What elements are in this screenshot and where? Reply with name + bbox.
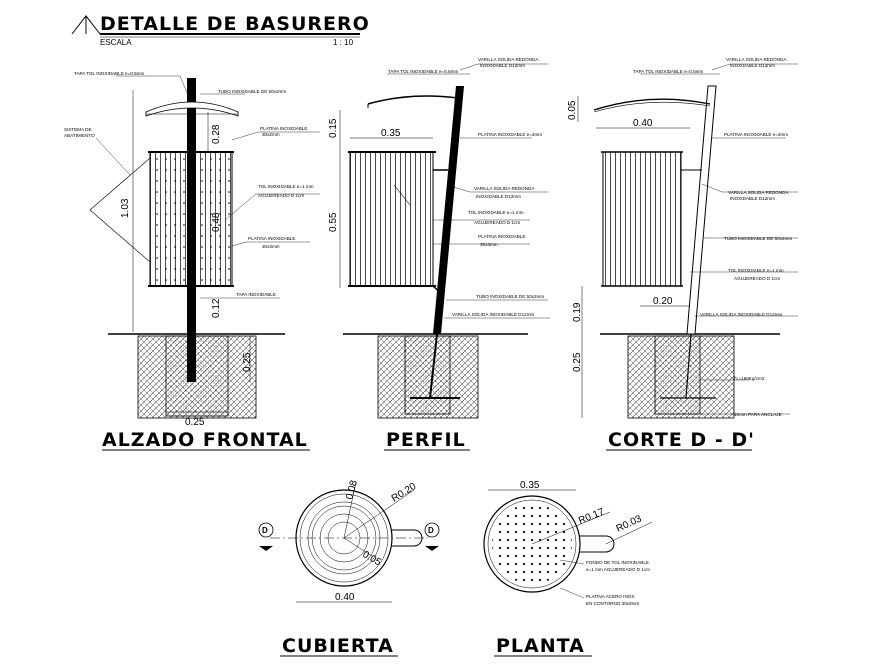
dim-r2-cubierta: R0.20 [390, 481, 419, 505]
dim-width-cubierta: 0.40 [335, 592, 355, 603]
dim-lid: 0.28 [211, 124, 222, 144]
dim-w2-corte: 0.20 [653, 296, 673, 307]
bin-body-perfil [349, 151, 434, 287]
note-tol-corte-b: AGUJEREADO D 1cm [734, 276, 780, 281]
section-mark-right: D [428, 526, 434, 535]
dim-r1-planta: R0.17 [577, 506, 606, 526]
scale-value: 1 : 10 [333, 38, 354, 47]
view-corte: 0.40 0.05 0.20 0.19 0.25 TAPA TOL INOXID… [567, 57, 798, 451]
view-title-cubierta: CUBIERTA [282, 635, 394, 657]
note-sistema-1: SISTEMA DE [64, 127, 92, 132]
note-tol-perfil-b: AGUJEREADO D 1cm [474, 220, 520, 225]
dim-body: 0.48 [211, 212, 222, 232]
plan-outer-circle [483, 495, 581, 593]
note-tubo-corte: TUBO INOXIDABLE DE 50x2mm [724, 236, 792, 241]
note-tol-perfil-a: TOL INOXIDABLE e=1 mm [468, 210, 524, 215]
note-varilla-perfil-a: VARILLA SOLIDA REDONDA [478, 57, 539, 62]
dim-r2-planta: R0.03 [615, 513, 644, 534]
note-platina-1b: 30x2mm [262, 132, 280, 137]
note-varilla2-corte-b: INOXIDABLE D12mm [730, 196, 775, 201]
note-tapa-inox: TAPA INOXIDABLE [236, 292, 276, 297]
slanted-post-corte [686, 85, 717, 335]
note-tol-corte-a: TOL INOXIDABLE e=1 mm [728, 268, 784, 273]
scale-label: ESCALA [100, 38, 132, 47]
note-platina-perfil: PLATINA INOXIDABLE e=3mm [478, 132, 542, 137]
view-title-corte: CORTE D - D' [608, 429, 755, 451]
note-platina-planta-b: EN CONTORNO 30x3mm [586, 601, 639, 606]
dim-width-corte: 0.40 [633, 118, 653, 129]
note-platina-2b: 30x3mm [262, 244, 280, 249]
note-platina-1a: PLATINA INOXIDABLE [260, 126, 307, 131]
dim-h2-perfil: 0.55 [328, 212, 339, 232]
view-title-planta: PLANTA [496, 635, 585, 657]
dim-top-corte: 0.05 [567, 100, 578, 120]
note-tubo-perfil: TUBO INOXIDABLE DE 50x2mm [476, 294, 544, 299]
note-varilla-corte-b: INOXIDABLE D12mm [730, 63, 775, 68]
note-varilla2-perfil-a: VARILLA SOLIDA REDONDA [474, 186, 535, 191]
section-marker-right-icon [424, 522, 440, 538]
note-concrete-corte: f'c=180Kg/cm2 [734, 376, 765, 381]
note-platina-planta-a: PLATINA ACERO INOX. [586, 594, 636, 599]
dim-clear: 0.12 [211, 298, 222, 318]
lid-arc-perfil [367, 95, 459, 105]
note-varilla2-perfil-b: INOXIDABLE D12mm [476, 194, 521, 199]
note-tapa-corte: TAPA TOL INOXIDABLE e=0.5mm [633, 69, 704, 74]
dim-r3-cubierta: 0.05 [361, 549, 384, 568]
sheet-title: DETALLE DE BASURERO [100, 13, 370, 35]
note-fondo-a: FONDO DE TOL INOXIDABLE [586, 560, 649, 565]
dim-width-planta: 0.35 [520, 480, 540, 491]
note-platina2-perfil-b: 30x3mm [480, 242, 498, 247]
bin-body-corte [602, 151, 682, 287]
note-tapa-perfil: TAPA TOL INOXIDABLE e=0.5mm [388, 69, 459, 74]
view-title-perfil: PERFIL [386, 429, 466, 451]
view-planta: 0.35 R0.17 R0.03 FONDO DE TOL INOXIDABLE… [483, 480, 653, 657]
view-title-frontal: ALZADO FRONTAL [102, 429, 308, 451]
note-varilla2-corte-a: VARILLA SOLIDA REDONDA [728, 190, 789, 195]
view-perfil: 0.35 0.15 0.55 TAPA TOL INOXIDABLE e=0.5… [328, 57, 550, 451]
note-tapa: TAPA TOL INOXIDABLE e=0.5mm [74, 71, 145, 76]
dim-width-perfil: 0.35 [381, 128, 401, 139]
dim-footing-width: 0.25 [185, 417, 205, 428]
slanted-post [433, 86, 464, 334]
note-platina-corte: PLATINA INOXIDABLE e=3mm [724, 132, 788, 137]
note-fondo-b: e=1 mm AGUJEREADO D 1cm [586, 567, 650, 572]
lid-cover [145, 101, 239, 117]
dim-h2-corte: 0.25 [572, 352, 583, 372]
note-tol-a: TOL INOXIDABLE e=1 mm [258, 184, 314, 189]
view-cubierta: D D 0.08 R0.20 0.05 0.40 CUBIERTA [258, 479, 440, 657]
concrete-footing-corte [654, 335, 701, 415]
dim-h1-corte: 0.19 [572, 302, 583, 322]
section-marker-left-icon [258, 522, 274, 538]
concrete-footing [165, 335, 229, 417]
header: DETALLE DE BASURERO ESCALA 1 : 10 [71, 13, 370, 47]
lid-arc-corte [593, 98, 711, 111]
view-alzado-frontal: 1.03 0.28 0.48 0.12 0.25 0.25 TAPA TOL I… [64, 71, 320, 451]
note-platina2-perfil-a: PLATINA INOXIDABLE [478, 234, 525, 239]
note-varilla3-corte: VARILLA SOLIDA INOXIDABLE D12mm [700, 312, 783, 317]
note-platina-2a: PLATINA INOXIDABLE [248, 236, 295, 241]
concrete-footing-perfil [404, 335, 451, 415]
note-sistema-2: ABATIMIENTO [64, 133, 95, 138]
dim-height: 1.03 [120, 198, 131, 218]
dim-h1-perfil: 0.15 [328, 118, 339, 138]
dim-depth: 0.25 [242, 352, 253, 372]
note-varilla-perfil-b: INOXIDABLE D12mm [480, 63, 525, 68]
note-anclaje-corte: 10mm PARA ANCLAJE [734, 412, 782, 417]
note-tubo: TUBO INOXIDABLE DE 50x2mm [218, 89, 286, 94]
dim-r1-cubierta: 0.08 [344, 479, 360, 501]
note-tol-b: AGUJEREADO D 1cm [258, 193, 304, 198]
note-varilla-corte-a: VARILLA SOLIDA REDONDA [726, 57, 787, 62]
note-varilla3-perfil: VARILLA SOLIDA INOXIDABLE D12mm [452, 312, 535, 317]
section-mark-left: D [262, 526, 268, 535]
